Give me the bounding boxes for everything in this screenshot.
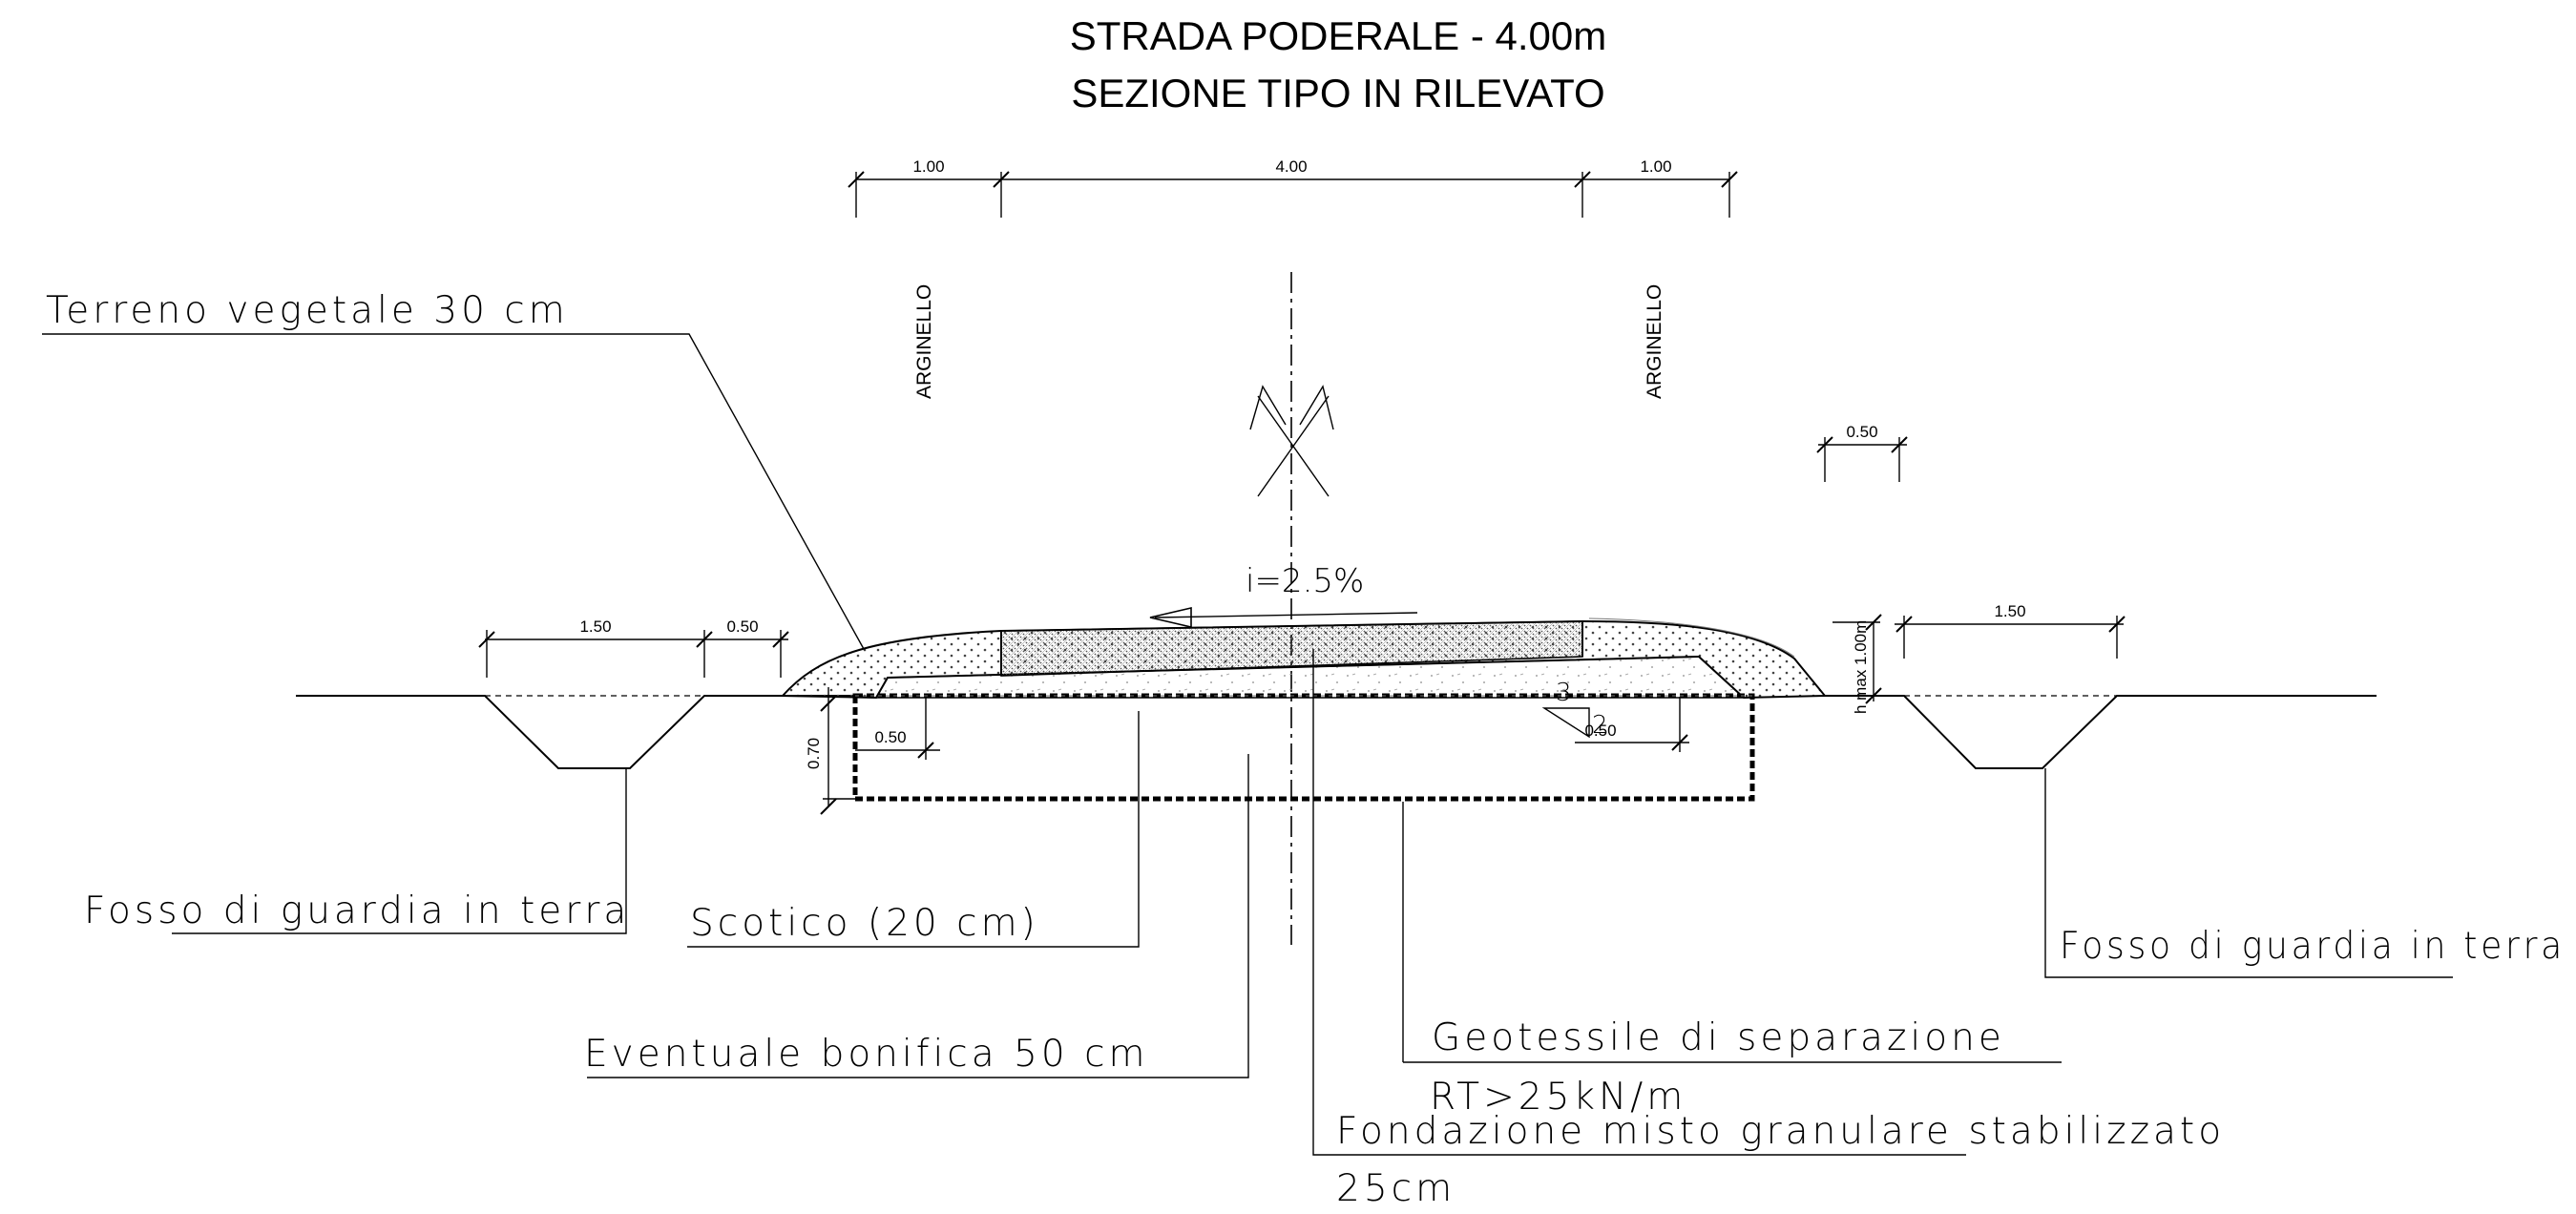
dim-top-left-shoulder: 1.00: [912, 157, 944, 176]
title-line-2: SEZIONE TIPO IN RILEVATO: [1071, 71, 1604, 115]
slope-ratio-2: 2: [1592, 711, 1608, 740]
embankment: [780, 617, 1828, 700]
callout-fondazione-line1: Fondazione misto granulare stabilizzato: [1336, 1110, 2225, 1153]
callout-geotessile-line2: RT>25kN/m: [1430, 1076, 1686, 1119]
bonifica-depth-dimension: 0.70: [805, 687, 855, 815]
axis-symbol: [1249, 385, 1334, 497]
callout-fosso-right: Fosso di guardia in terra: [2060, 925, 2566, 968]
callout-fosso-left: Fosso di guardia in terra: [84, 890, 630, 932]
callout-leaders: [42, 333, 2453, 1156]
right-ditch-dimensions: 1.50: [1895, 602, 2126, 659]
bonifica-box: [852, 693, 1755, 802]
dim-bonifica-depth: 0.70: [805, 738, 823, 769]
dim-ditch-left-offset: 0.50: [726, 617, 758, 636]
callout-bonifica: Eventuale bonifica 50 cm: [584, 1033, 1149, 1076]
arginello-right-label: ARGINELLO: [1644, 284, 1665, 399]
height-dimension: h max 1.00m: [1833, 614, 1882, 714]
callout-terreno: Terreno vegetale 30 cm: [46, 289, 569, 332]
inner-right-dimension: 0.50 3 2: [1541, 679, 1689, 752]
dim-offset-right-top: 0.50: [1846, 423, 1877, 441]
dim-inner-left: 0.50: [874, 728, 906, 746]
title-line-1: STRADA PODERALE - 4.00m: [1070, 13, 1607, 58]
dim-top-carriageway: 4.00: [1275, 157, 1307, 176]
dim-top-right-shoulder: 1.00: [1640, 157, 1671, 176]
ground-line: [296, 695, 2377, 769]
dim-inner-right: 0.50: [1584, 722, 1616, 740]
callout-geotessile-line1: Geotessile di separazione: [1432, 1016, 2005, 1059]
callout-scotico: Scotico (20 cm): [690, 902, 1039, 945]
left-ditch-dimensions: 1.50 0.50: [478, 617, 789, 678]
dim-embankment-height: h max 1.00m: [1852, 620, 1870, 714]
inner-left-dimension: 0.50: [855, 697, 940, 760]
right-offset-dimension: 0.50: [1816, 423, 1908, 482]
arginello-left-label: ARGINELLO: [913, 284, 935, 399]
top-dimension-chain: 1.00 4.00 1.00: [848, 157, 1738, 218]
slope-label: i=2.5%: [1246, 562, 1364, 600]
dim-ditch-left-width: 1.50: [579, 617, 611, 636]
dim-ditch-right-width: 1.50: [1994, 602, 2025, 620]
callout-fondazione-line2: 25cm: [1336, 1167, 1456, 1210]
slope-indicator: i=2.5%: [1149, 562, 1418, 629]
slope-ratio-3: 3: [1556, 679, 1572, 707]
